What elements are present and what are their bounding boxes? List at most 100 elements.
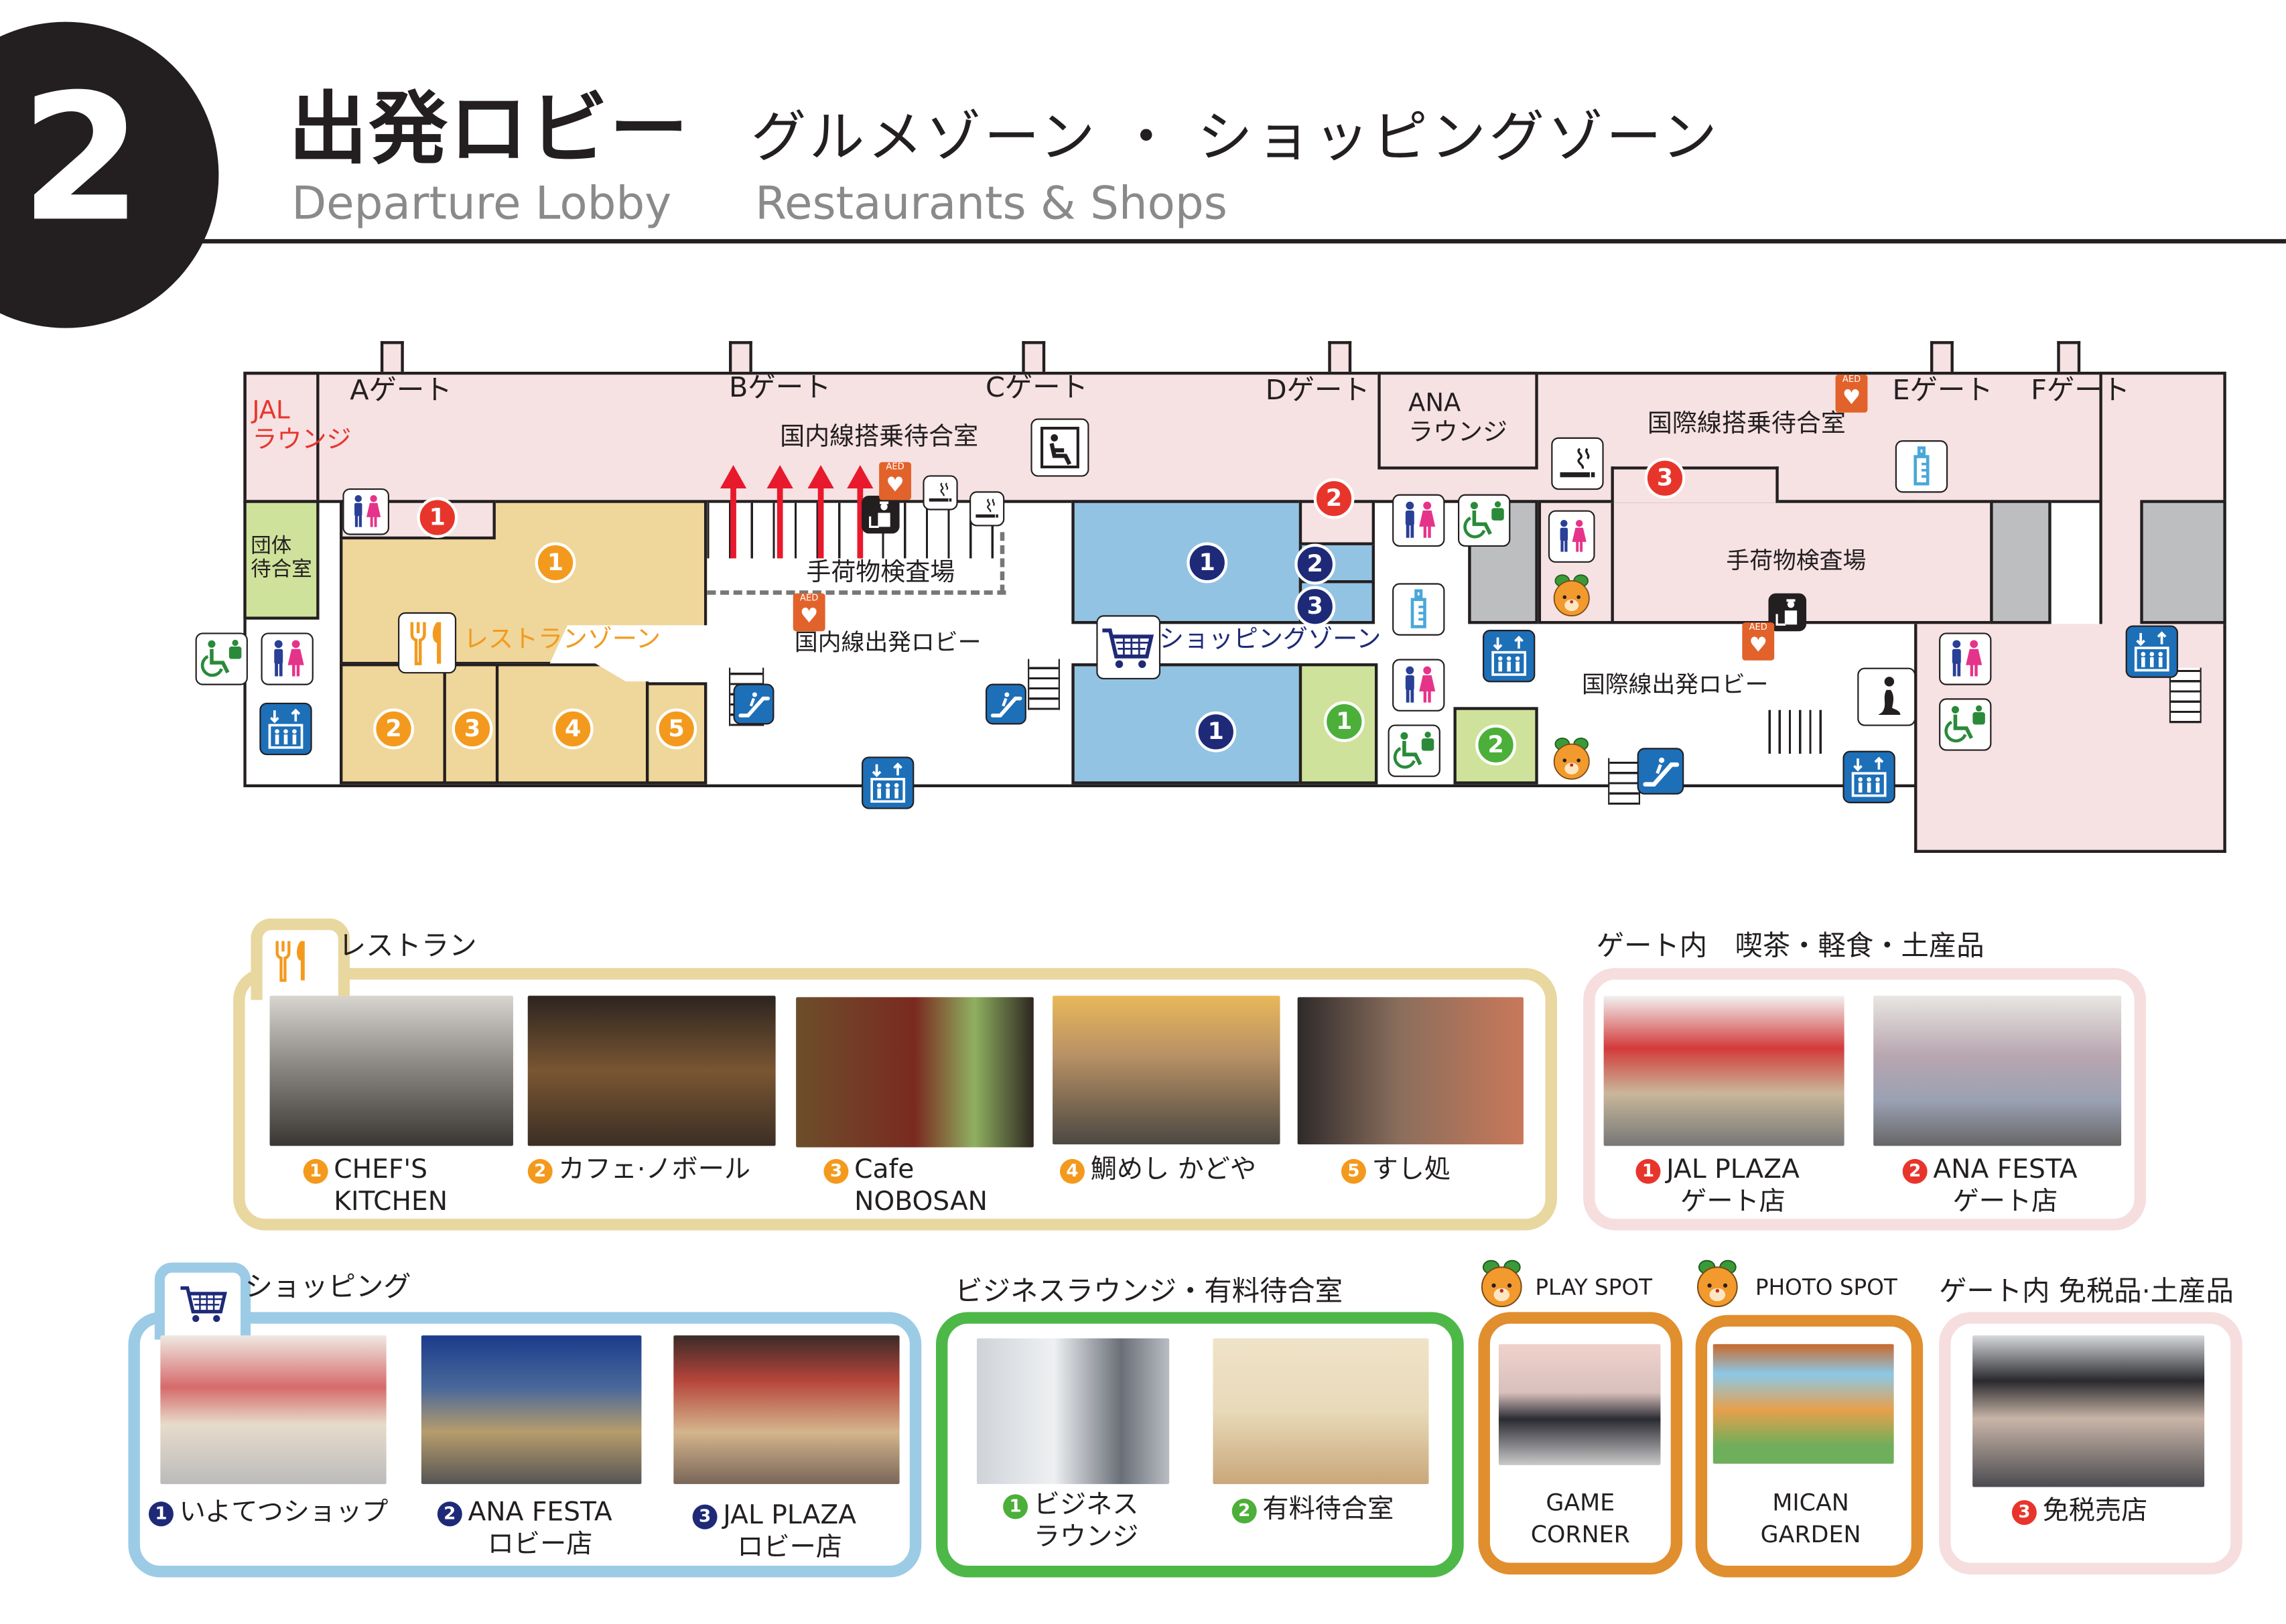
map-badge-restaurant-5[interactable]: 5 xyxy=(656,708,697,750)
gate-c-label[interactable]: Cゲート xyxy=(985,371,1088,404)
restaurant-icon xyxy=(265,931,318,990)
gate-b-label[interactable]: Bゲート xyxy=(729,371,831,404)
mican-garden-caption[interactable]: MICAN GARDEN xyxy=(1760,1488,1861,1548)
stairs xyxy=(1028,659,1060,710)
restroom-icon xyxy=(342,488,389,535)
restaurant-zone-label: レストランゾーン xyxy=(463,625,661,655)
aed-icon: AED♥ xyxy=(793,593,825,632)
direction-arrow xyxy=(847,465,874,559)
map-badge-restaurant-4[interactable]: 4 xyxy=(552,708,594,750)
floor-suffix: F xyxy=(157,141,206,241)
restaurants-title: レストラン xyxy=(338,930,477,963)
service-area-2 xyxy=(1990,500,2052,624)
number-badge: 3 xyxy=(823,1158,849,1184)
intl-gate-lounge-label: 国際線搭乗待合室 xyxy=(1647,409,1846,439)
restaurant-photo-1 xyxy=(269,996,513,1146)
elevator-icon xyxy=(259,702,312,756)
gate-b-jetway xyxy=(729,341,752,374)
map-badge-shop-3[interactable]: 3 xyxy=(1294,586,1336,627)
shop-name: ANA FESTA ロビー店 xyxy=(468,1497,612,1560)
shop-photo-3 xyxy=(673,1335,900,1485)
number-badge: 1 xyxy=(303,1158,328,1184)
aed-label: AED xyxy=(1749,622,1767,633)
nursing-room-icon xyxy=(1392,583,1445,636)
map-badge-restaurant-1[interactable]: 1 xyxy=(535,542,576,584)
restroom-icon xyxy=(1548,510,1595,563)
floor-number: 2 xyxy=(20,58,143,261)
mican-garden-photo xyxy=(1712,1344,1894,1464)
business-title: ビジネスラウンジ・有料待合室 xyxy=(955,1276,1343,1308)
aed-icon: AED♥ xyxy=(879,462,912,500)
gate-a-jetway xyxy=(380,341,404,374)
aed-label: AED xyxy=(886,462,904,473)
map-badge-duty-free-3[interactable]: 3 xyxy=(1644,458,1686,499)
restaurant-name: CHEF'S KITCHEN xyxy=(334,1154,448,1217)
ana-lounge-label: ANA ラウンジ xyxy=(1408,389,1507,448)
smoking-area-icon xyxy=(1551,437,1604,490)
gate-f-label[interactable]: Fゲート xyxy=(2031,375,2131,407)
accessible-restroom-icon xyxy=(195,632,248,685)
gate-e-label[interactable]: Eゲート xyxy=(1892,375,1993,407)
number-badge: 4 xyxy=(1059,1158,1085,1184)
stairs xyxy=(1768,709,1827,754)
game-corner-photo xyxy=(1498,1344,1661,1465)
gate-f-jetway xyxy=(2057,341,2081,374)
map-badge-gate-shop-2[interactable]: 2 xyxy=(1313,478,1355,519)
play-spot-title: PLAY SPOT xyxy=(1535,1274,1653,1300)
map-badge-shop-1[interactable]: 1 xyxy=(1187,542,1228,584)
restaurant-photo-2 xyxy=(527,996,776,1146)
shopping-tab xyxy=(154,1262,251,1340)
restroom-icon xyxy=(261,632,314,685)
direction-arrow xyxy=(766,465,793,559)
security-boundary xyxy=(707,590,1006,595)
map-badge-gate-shop-1[interactable]: 1 xyxy=(417,497,458,538)
map-badge-shop-1-south[interactable]: 1 xyxy=(1195,711,1237,752)
nursing-room-icon xyxy=(1895,440,1948,493)
map-badge-restaurant-3[interactable]: 3 xyxy=(452,708,493,750)
gate-c-jetway xyxy=(1022,341,1046,374)
restroom-icon xyxy=(1392,659,1445,712)
map-badge-restaurant-2[interactable]: 2 xyxy=(373,708,414,750)
map-badge-paid-waiting[interactable]: 2 xyxy=(1475,724,1517,766)
duty-free-photo xyxy=(1972,1335,2205,1487)
paid-waiting-photo xyxy=(1213,1338,1429,1485)
page-title-en: Departure Lobby xyxy=(291,178,672,230)
gate-d-label[interactable]: Dゲート xyxy=(1265,375,1370,407)
number-badge: 5 xyxy=(1341,1158,1366,1184)
restroom-icon xyxy=(1939,632,1992,685)
security-officer-icon xyxy=(862,495,900,534)
duty-free-area xyxy=(1611,466,1779,503)
domestic-gate-lounge-label: 国内線搭乗待合室 xyxy=(780,423,979,452)
accessible-restroom-icon xyxy=(1388,724,1440,777)
game-corner-caption[interactable]: GAME CORNER xyxy=(1530,1488,1630,1548)
photo-spot-title: PHOTO SPOT xyxy=(1755,1274,1897,1300)
number-badge: 1 xyxy=(1635,1158,1661,1184)
number-badge: 3 xyxy=(692,1504,718,1530)
jal-lounge-label: JAL ラウンジ xyxy=(252,396,352,454)
page-title: 出発ロビー xyxy=(288,83,690,176)
gate-a-label[interactable]: Aゲート xyxy=(350,375,452,407)
map-badge-business-lounge[interactable]: 1 xyxy=(1323,701,1365,742)
gate-d-jetway xyxy=(1328,341,1352,374)
shop-photo-2 xyxy=(421,1335,642,1485)
group-waiting-label: 団体 待合室 xyxy=(251,535,312,582)
smoking-area-icon xyxy=(923,475,958,511)
page-subtitle-en: Restaurants & Shops xyxy=(755,178,1227,230)
number-badge: 3 xyxy=(2011,1500,2037,1526)
direction-arrow xyxy=(720,465,747,559)
map-badge-shop-2[interactable]: 2 xyxy=(1294,543,1336,585)
